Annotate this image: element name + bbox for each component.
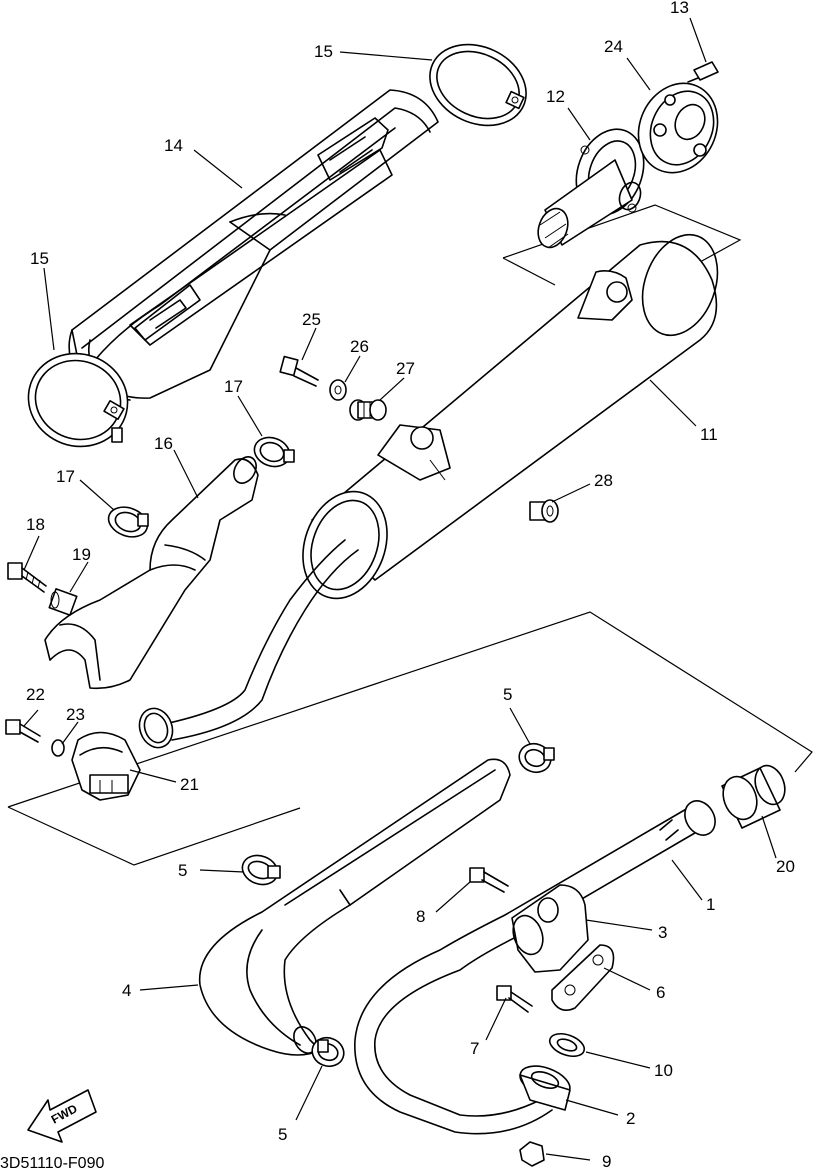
bolt-18-shape — [7, 562, 47, 593]
label-part-1: 1 — [706, 895, 715, 914]
label-part-15: 15 — [30, 249, 49, 268]
label-part-15: 15 — [314, 42, 333, 61]
assembly-outline-lower — [7, 611, 813, 866]
screw-13-shape — [687, 61, 719, 83]
label-part-5: 5 — [178, 861, 187, 880]
muffler-shape — [302, 233, 719, 600]
band-clip-left-shape — [241, 854, 281, 886]
spark-arrester-shape — [537, 128, 645, 249]
label-part-16: 16 — [154, 434, 173, 453]
label-part-21: 21 — [180, 775, 199, 794]
muffler-inlet-pipe — [138, 539, 359, 749]
label-part-4: 4 — [122, 981, 131, 1000]
label-part-22: 22 — [26, 685, 45, 704]
joint-protector-shape — [44, 456, 259, 690]
washer-26-shape — [329, 379, 347, 401]
exhaust-pipe-shape — [354, 800, 716, 1135]
pipe-stay-shape — [511, 884, 589, 973]
bolt-22-shape — [5, 719, 41, 743]
label-part-2: 2 — [626, 1109, 635, 1128]
cover-band-right-shape — [429, 43, 527, 127]
label-part-12: 12 — [546, 87, 565, 106]
band-clip-lower-shape — [311, 1036, 345, 1068]
bolt-8-shape — [469, 867, 509, 893]
collar-28-shape — [529, 499, 559, 523]
damper-27-shape — [349, 399, 387, 421]
label-part-11: 11 — [700, 425, 718, 444]
cap-shape — [637, 82, 719, 174]
label-part-10: 10 — [654, 1061, 673, 1080]
label-part-5: 5 — [503, 685, 512, 704]
fwd-arrow-icon: FWD — [27, 1089, 97, 1143]
pipe-boss-shape — [519, 1065, 571, 1111]
part-labels: 15 14 15 12 24 13 25 26 27 17 16 17 18 1… — [26, 0, 795, 1170]
label-part-17: 17 — [224, 377, 243, 396]
bracket-plate-shape — [551, 944, 615, 1011]
label-part-25: 25 — [302, 310, 321, 329]
label-part-27: 27 — [396, 359, 415, 378]
label-part-3: 3 — [658, 923, 667, 942]
washer-23-shape — [51, 739, 65, 757]
label-part-24: 24 — [604, 37, 623, 56]
label-part-8: 8 — [416, 907, 425, 926]
label-part-14: 14 — [164, 136, 183, 155]
label-part-20: 20 — [776, 857, 795, 876]
gasket-20-shape — [721, 764, 786, 829]
gasket-10-shape — [548, 1032, 586, 1058]
pipe-protector-shape — [198, 758, 511, 1056]
label-part-7: 7 — [470, 1039, 479, 1058]
label-part-26: 26 — [350, 337, 369, 356]
nut-9-shape — [519, 1141, 545, 1167]
label-part-23: 23 — [66, 705, 85, 724]
label-part-28: 28 — [594, 471, 613, 490]
label-part-18: 18 — [26, 515, 45, 534]
label-part-17: 17 — [56, 467, 75, 486]
bolt-25-shape — [279, 355, 319, 387]
label-part-9: 9 — [602, 1152, 611, 1170]
bolt-7-shape — [496, 985, 533, 1013]
joint-clamp-shape — [71, 731, 141, 801]
label-part-6: 6 — [656, 983, 665, 1002]
band-clip-upper-shape — [518, 742, 555, 774]
leader-lines — [23, 17, 777, 1161]
drawing-code: 3D51110-F090 — [0, 1155, 104, 1170]
label-part-13: 13 — [670, 0, 689, 17]
clamp-17-upper-shape — [253, 436, 295, 468]
cover-band-left-shape — [27, 352, 129, 448]
label-part-19: 19 — [72, 545, 91, 564]
muffler-cover-shape — [68, 89, 439, 401]
label-part-5: 5 — [278, 1125, 287, 1144]
collar-19-shape — [48, 588, 78, 616]
clamp-17-lower-shape — [107, 506, 149, 538]
